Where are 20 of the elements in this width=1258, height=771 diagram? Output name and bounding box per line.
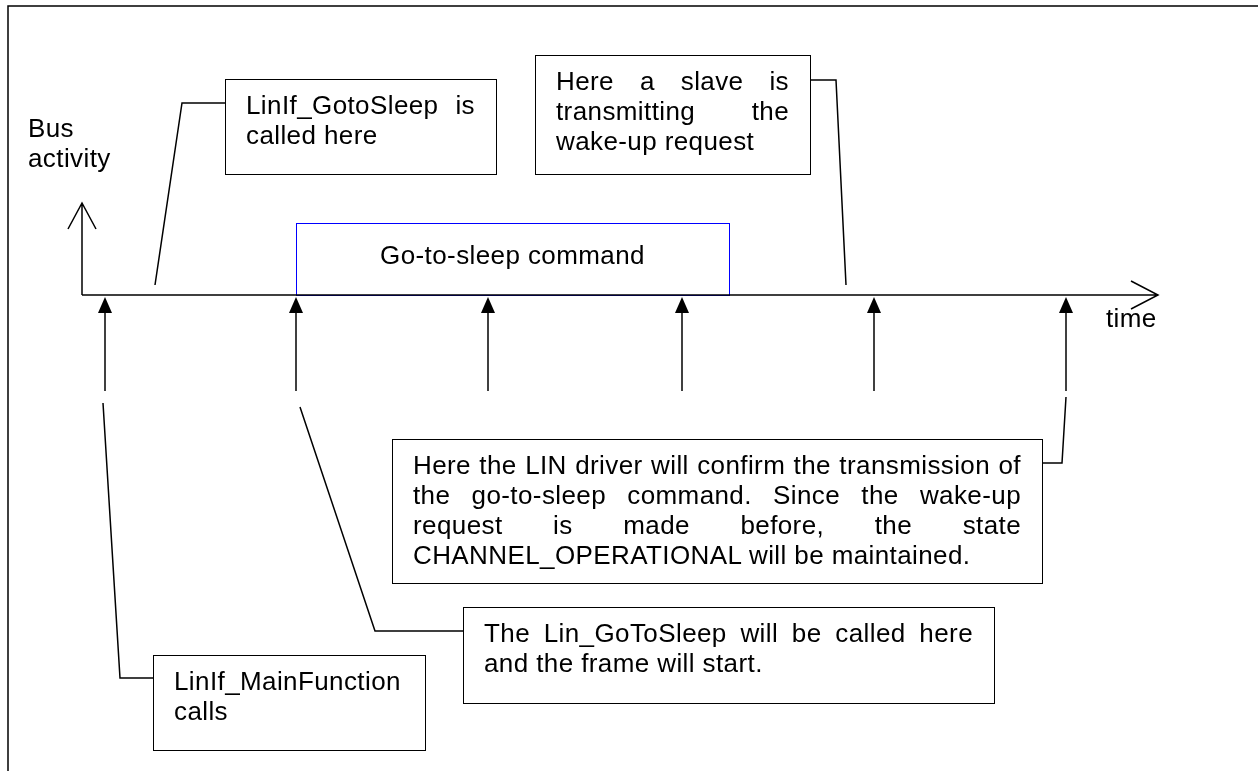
note-text: LinIf_GotoSleep is called here (246, 90, 475, 150)
note-box (535, 55, 811, 175)
leader-line (299, 406, 464, 632)
time-axis (81, 280, 1159, 310)
leader-line (810, 79, 847, 286)
axis-label: time (1106, 303, 1158, 333)
frame-box (296, 223, 730, 296)
axis-label: Bus activity (28, 113, 112, 173)
note-text: Here a slave is transmitting the wake-up request (556, 66, 789, 156)
note-box (153, 655, 426, 751)
leader-line (1042, 396, 1067, 464)
note-box (463, 607, 995, 704)
note-text: Go-to-sleep command (379, 240, 646, 270)
note-box (225, 79, 497, 175)
note-text: LinIf_MainFunction calls (174, 666, 402, 726)
leader-line (154, 102, 226, 286)
note-box (392, 439, 1043, 584)
note-text: The Lin_GoToSleep will be called here and the frame will start. (484, 618, 973, 678)
note-text: Here the LIN driver will confirm the transmission of the go-to-sleep command. Since the wake-up request is made before, the state CHANNEL_OPERATIONAL will be maintained. (413, 450, 1021, 570)
leader-line (102, 402, 154, 679)
